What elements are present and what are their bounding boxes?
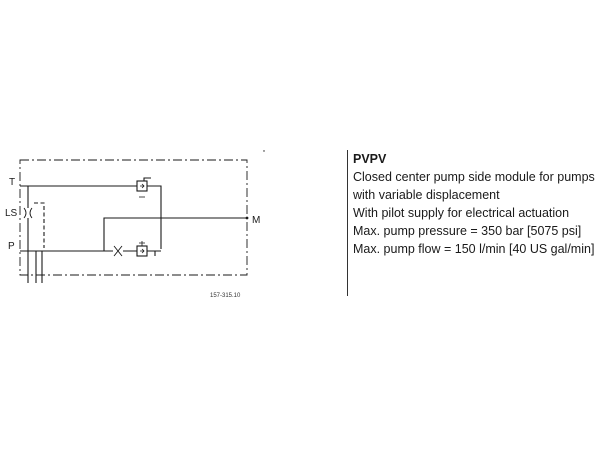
- hydraulic-schematic: T LS P M 157-315.10: [5, 150, 265, 299]
- upper-valve-symbol: [136, 180, 148, 192]
- module-description: PVPV Closed center pump side module for …: [353, 150, 608, 258]
- port-label-t: T: [9, 177, 15, 188]
- description-line: Closed center pump side module for pumps: [353, 170, 595, 184]
- module-boundary: [19, 159, 248, 276]
- description-line: Max. pump pressure = 350 bar [5075 psi]: [353, 224, 582, 238]
- description-line: Max. pump flow = 150 l/min [40 US gal/mi…: [353, 242, 595, 256]
- description-line: With pilot supply for electrical actuati…: [353, 206, 570, 220]
- port-label-m: M: [252, 215, 260, 226]
- ls-pilot-dashed: [34, 202, 45, 248]
- ls-orifice: [23, 207, 33, 219]
- drawing-number: 157-315.10: [210, 293, 241, 299]
- module-title: PVPV: [353, 152, 387, 166]
- p-orifice: [113, 245, 123, 257]
- stray-dot: [263, 150, 265, 152]
- pilot-supply-line: [103, 217, 247, 251]
- column-divider: [347, 150, 348, 296]
- port-label-ls: LS: [5, 208, 18, 219]
- port-label-p: P: [8, 241, 15, 252]
- port-m-marker: [245, 216, 249, 220]
- description-line: with variable displacement: [353, 188, 500, 202]
